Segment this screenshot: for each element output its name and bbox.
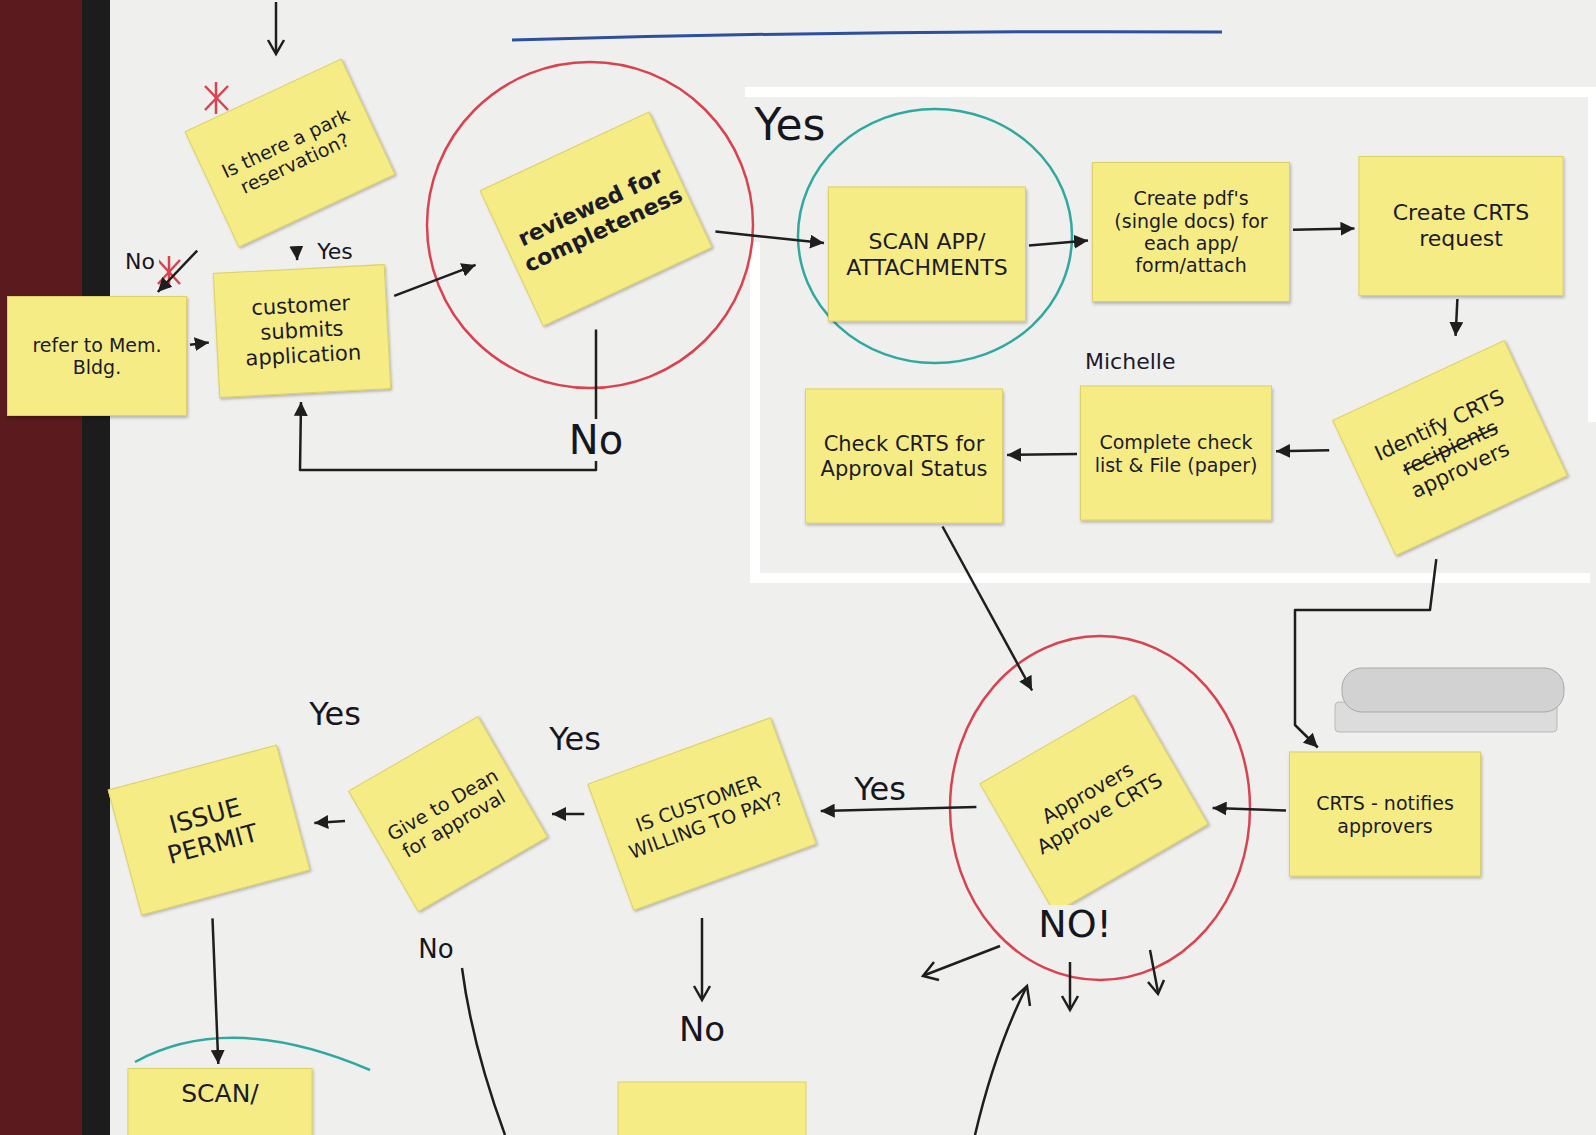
note-text: Complete check list & File (paper) — [1090, 431, 1262, 476]
flow-arrow — [821, 807, 977, 811]
sticky-note: Create pdf's (single docs) for each app/… — [1092, 162, 1290, 302]
flow-arrow — [1293, 228, 1355, 229]
marker-tray — [1335, 668, 1564, 732]
edge-label: Yes — [545, 723, 605, 757]
title-underline — [512, 32, 1222, 40]
sticky-note: Create CRTS request — [1359, 156, 1564, 296]
edge-label: No — [121, 250, 159, 273]
flow-arrow — [1029, 241, 1088, 246]
red-circle — [427, 62, 753, 388]
edge-label: Yes — [305, 698, 365, 732]
flow-arrow — [1007, 453, 1077, 456]
note-text: reviewed for completeness — [509, 160, 682, 278]
flow-arrow — [1295, 559, 1436, 747]
flow-arrow — [190, 342, 209, 344]
edge-label: Yes — [750, 102, 829, 148]
sticky-note: CRTS - notifies approvers — [1289, 752, 1481, 877]
flow-arrow — [1456, 299, 1458, 336]
sticky-note: reviewed for completeness — [480, 112, 713, 327]
sticky-note: customer submits application — [213, 264, 391, 398]
sticky-note: Check CRTS for Approval Status — [805, 389, 1003, 524]
red-circle — [950, 636, 1250, 980]
sticky-note: Approvers Approve CRTS — [979, 695, 1208, 914]
sticky-note — [618, 1082, 806, 1135]
note-text: CRTS - notifies approvers — [1299, 792, 1471, 837]
sticky-note: Give to Dean for approval — [348, 716, 548, 912]
note-text: SCAN/ — [138, 1079, 303, 1109]
sticky-note: Identify CRTSrecipientsapprovers — [1332, 340, 1568, 556]
branch-label: No — [675, 1012, 729, 1048]
sticky-note: refer to Mem. Bldg. — [7, 296, 187, 416]
flow-arrow — [1276, 450, 1329, 451]
owner-name: Michelle — [1085, 349, 1175, 375]
teal-circle — [135, 1038, 370, 1070]
flow-arrow — [943, 527, 1033, 691]
sticky-note: ISSUE PERMIT — [108, 745, 311, 916]
note-text: refer to Mem. Bldg. — [17, 334, 177, 379]
edge-label: Yes — [850, 773, 910, 807]
board-frame — [82, 0, 110, 1135]
edge-label: Yes — [313, 240, 357, 263]
sticky-note: Is there a park reservation? — [185, 58, 396, 247]
branch-label: No — [414, 936, 457, 963]
flow-arrow — [1213, 808, 1286, 811]
note-text: Create CRTS request — [1369, 200, 1554, 252]
edge-label: No — [565, 419, 627, 461]
note-text: IS CUSTOMER WILLING TO PAY? — [612, 763, 792, 865]
note-text: Is there a park reservation? — [211, 100, 369, 205]
flow-arrow — [314, 821, 345, 823]
note-text: Give to Dean for approval — [381, 762, 516, 866]
note-text: Approvers Approve CRTS — [1014, 744, 1174, 864]
flow-arrow — [213, 918, 219, 1064]
flow-arrow — [295, 251, 298, 261]
sticky-note: SCAN APP/ ATTACHMENTS — [828, 187, 1026, 322]
sticky-note: IS CUSTOMER WILLING TO PAY? — [587, 717, 816, 911]
note-text: Create pdf's (single docs) for each app/… — [1102, 187, 1280, 277]
flow-arrow — [394, 265, 475, 296]
ink-arrow — [268, 2, 1164, 1135]
note-text: customer submits application — [224, 290, 380, 372]
teal-circle — [798, 109, 1072, 363]
note-text: ISSUE PERMIT — [127, 781, 292, 878]
note-text: Check CRTS for Approval Status — [815, 431, 993, 481]
note-text: SCAN APP/ ATTACHMENTS — [838, 228, 1016, 280]
branch-label: NO! — [1034, 905, 1116, 945]
flow-arrow — [715, 232, 824, 244]
wall — [0, 0, 82, 1135]
flow-arrow — [552, 813, 584, 816]
sticky-note: MichelleComplete check list & File (pape… — [1080, 386, 1272, 521]
flow-arrow — [158, 251, 197, 292]
sticky-note: SCAN/ — [128, 1068, 313, 1135]
